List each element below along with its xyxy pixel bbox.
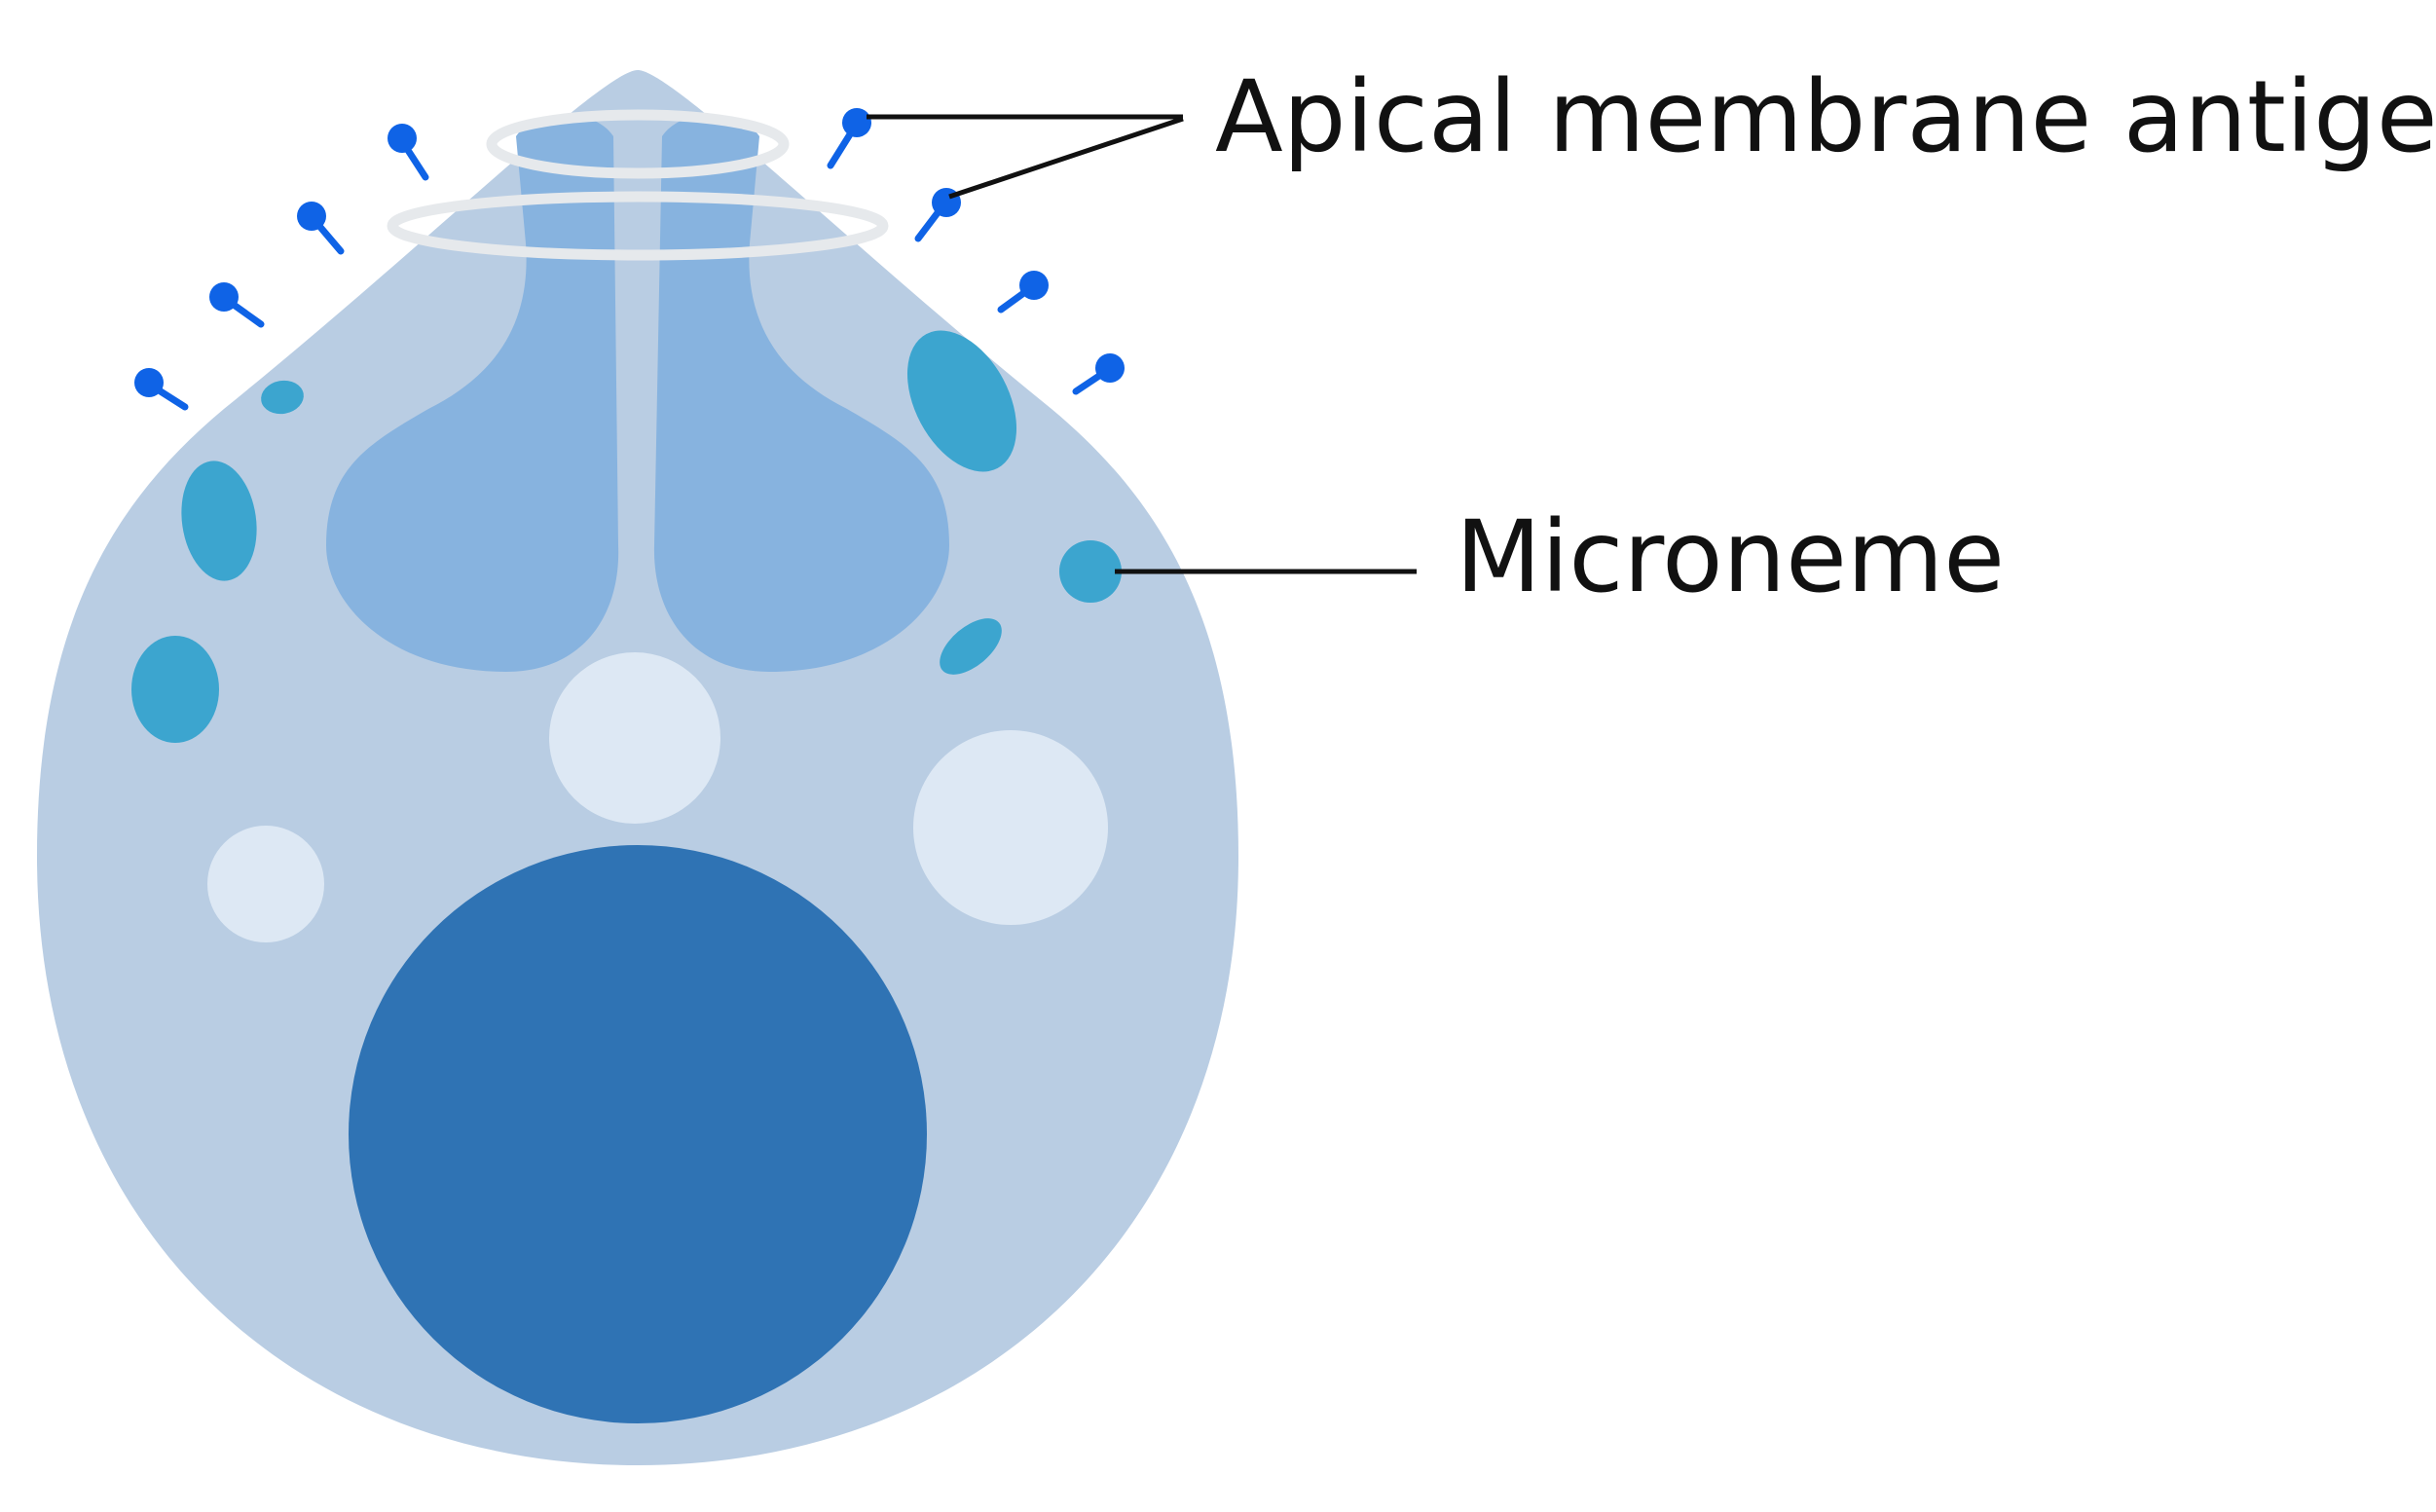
antigen: [388, 124, 429, 181]
apical-ring-upper: [486, 109, 790, 179]
nucleus: [349, 845, 927, 1423]
microneme-labeled: [1059, 540, 1122, 603]
microneme: [906, 330, 1017, 472]
vesicles: [207, 652, 1108, 942]
leader-lines: [867, 114, 1417, 574]
microneme: [181, 461, 257, 581]
microneme: [940, 618, 1002, 675]
antigen: [1072, 353, 1125, 395]
vesicle: [549, 652, 720, 824]
microneme: [131, 636, 219, 743]
antigen: [297, 202, 345, 255]
vesicle: [913, 730, 1108, 925]
antigen: [134, 368, 189, 411]
label-apical-membrane-antigen: Apical membrane antigen: [1215, 59, 2436, 175]
microneme: [261, 380, 304, 415]
label-microneme: Microneme: [1456, 499, 2005, 615]
antigen: [827, 108, 871, 169]
leader-line-antigen-lower: [948, 116, 1184, 200]
antigen: [209, 282, 265, 328]
apical-ring-lower: [387, 191, 889, 261]
apical-membrane-antigens: [134, 108, 1125, 411]
antigen: [997, 271, 1049, 313]
micronemes: [131, 330, 1122, 743]
vesicle: [207, 826, 324, 942]
apical-rings: [387, 109, 889, 261]
